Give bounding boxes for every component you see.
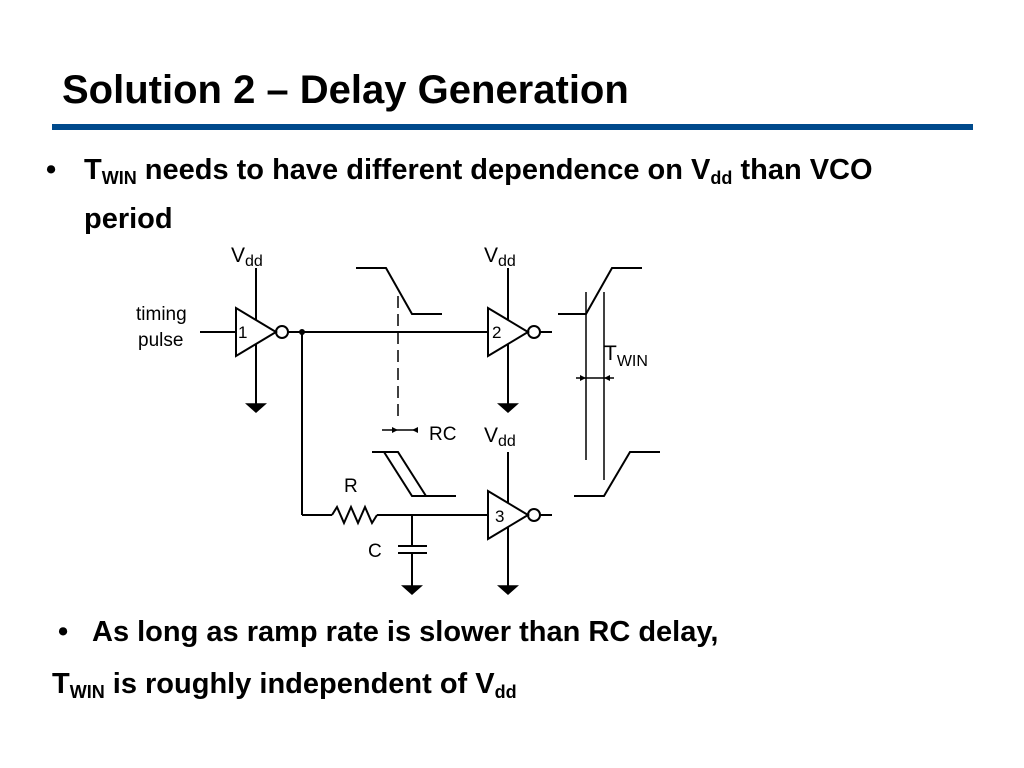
- arrow-icon: [392, 427, 398, 433]
- conclusion-text: is roughly independent of V: [104, 668, 495, 700]
- input-label-timing: timing: [136, 304, 187, 325]
- vdd-v: V: [484, 424, 498, 447]
- ground-symbols: [245, 403, 519, 596]
- bullet-1-text-a: needs to have different dependence on V: [136, 154, 711, 186]
- vdd-label-2: Vdd: [484, 244, 516, 270]
- buffer-3-label: 3: [495, 507, 504, 526]
- twin-symbol: T: [52, 668, 70, 700]
- resistor: [331, 504, 378, 526]
- waveform-rising-3: [574, 451, 660, 497]
- ground-icon: [245, 403, 267, 414]
- twin-t: T: [604, 342, 617, 365]
- bullet-marker-1: •: [46, 154, 57, 186]
- bullet-text-2: As long as ramp rate is slower than RC d…: [92, 616, 719, 648]
- arrow-icon: [604, 375, 610, 381]
- junction-dot: [299, 329, 305, 335]
- bullet-1-text-b: than VCO period: [84, 154, 873, 235]
- vdd-subscript: dd: [494, 682, 517, 702]
- vdd-label-1: Vdd: [231, 244, 263, 270]
- twin-subscript: WIN: [101, 168, 137, 188]
- waveform-rc-fast: [384, 451, 427, 497]
- vdd-sub: dd: [498, 433, 516, 450]
- rc-label: RC: [429, 424, 456, 445]
- waveform-rising-2: [558, 267, 642, 315]
- buffer-1-label: 1: [238, 323, 247, 342]
- input-label-pulse: pulse: [138, 330, 183, 351]
- waveform-falling: [356, 267, 442, 315]
- twin-sub: WIN: [617, 353, 648, 370]
- twin-subscript: WIN: [69, 682, 105, 702]
- vdd-v: V: [231, 244, 245, 267]
- vdd-subscript: dd: [710, 168, 733, 188]
- capacitor-label: C: [368, 541, 382, 562]
- slide-title: Solution 2 – Delay Generation: [62, 68, 629, 112]
- vdd-label-3: Vdd: [484, 424, 516, 450]
- twin-symbol: T: [84, 154, 102, 186]
- conclusion-line: TWIN is roughly independent of Vdd: [52, 664, 517, 712]
- vdd-sub: dd: [245, 253, 263, 270]
- ground-icon: [401, 585, 423, 596]
- resistor-label: R: [344, 476, 358, 497]
- vdd-sub: dd: [498, 253, 516, 270]
- arrow-icon: [412, 427, 418, 433]
- ground-icon: [497, 403, 519, 414]
- bullet-marker-2: •: [58, 616, 69, 648]
- title-underline: [52, 124, 973, 130]
- twin-label: TWIN: [604, 342, 648, 370]
- ground-icon: [497, 585, 519, 596]
- buffer-2-label: 2: [492, 323, 501, 342]
- arrow-icon: [580, 375, 586, 381]
- bullet-text-1: TWIN needs to have different dependence …: [84, 150, 964, 240]
- waveform-rc-slow: [372, 451, 456, 497]
- vdd-v: V: [484, 244, 498, 267]
